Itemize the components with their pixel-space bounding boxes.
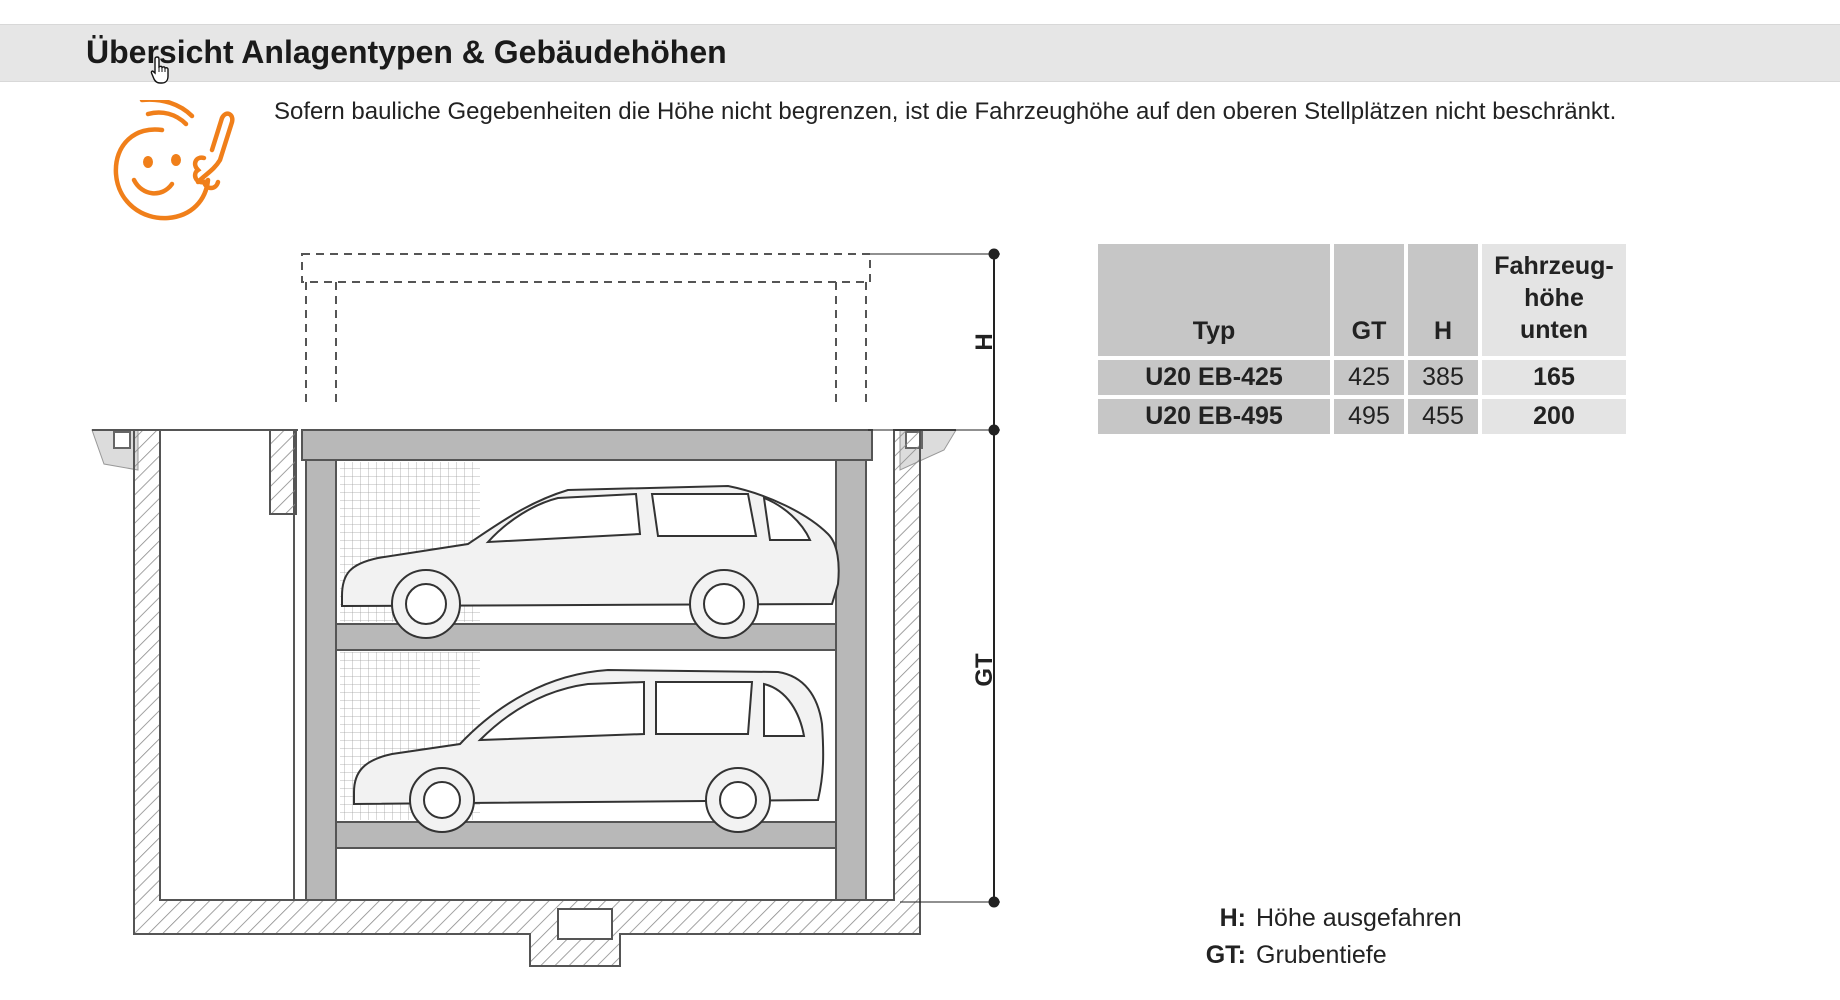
cell-typ: U20 EB-495: [1098, 399, 1330, 434]
dimension-label-gt: GT: [971, 653, 998, 687]
system-type-table: Typ GT H Fahrzeug- höhe unten U20 EB-425…: [1094, 240, 1630, 438]
page-title[interactable]: Übersicht Anlagentypen & Gebäudehöhen: [86, 34, 727, 70]
intro-text: Sofern bauliche Gegebenheiten die Höhe n…: [274, 98, 1617, 125]
header-fahrzeughoehe-line1: Fahrzeug-: [1494, 252, 1614, 280]
smiley-pointing-finger-icon: [113, 100, 235, 221]
header-h: H: [1408, 244, 1478, 356]
cell-fahrzeughoehe: 165: [1482, 360, 1626, 395]
header-fahrzeughoehe-line3: unten: [1519, 316, 1589, 344]
legend-key: H:: [1219, 904, 1246, 932]
header-typ: Typ: [1098, 244, 1330, 356]
legend: H: Höhe ausgefahren GT: Grubentiefe: [1198, 904, 1462, 978]
extended-platform-outline: [301, 253, 871, 404]
cell-h: 455: [1408, 399, 1478, 434]
dimension-label-h: H: [971, 333, 998, 350]
legend-key: GT:: [1205, 941, 1246, 969]
lower-car: [353, 668, 825, 833]
cell-fahrzeughoehe: 200: [1482, 399, 1626, 434]
legend-item: GT: Grubentiefe: [1198, 941, 1462, 978]
cell-typ: U20 EB-425: [1098, 360, 1330, 395]
cell-h: 385: [1408, 360, 1478, 395]
header-gt: GT: [1334, 244, 1404, 356]
dimension-lines: [868, 248, 1000, 908]
hand-cursor-icon: [150, 56, 169, 84]
legend-text: Höhe ausgefahren: [1256, 904, 1462, 932]
legend-text: Grubentiefe: [1256, 941, 1387, 969]
parking-system-diagram: H GT: [91, 248, 1000, 967]
table-row: U20 EB-425 425 385 165: [1098, 360, 1626, 395]
cell-gt: 495: [1334, 399, 1404, 434]
cell-gt: 425: [1334, 360, 1404, 395]
section-header-bar: [0, 24, 1840, 82]
header-fahrzeughoehe: Fahrzeug- höhe unten: [1482, 244, 1626, 356]
legend-item: H: Höhe ausgefahren: [1198, 904, 1462, 941]
upper-car: [341, 484, 840, 639]
header-fahrzeughoehe-line2: höhe: [1524, 284, 1584, 312]
table-row: U20 EB-495 495 455 200: [1098, 399, 1626, 434]
table-header-row: Typ GT H Fahrzeug- höhe unten: [1098, 244, 1626, 356]
